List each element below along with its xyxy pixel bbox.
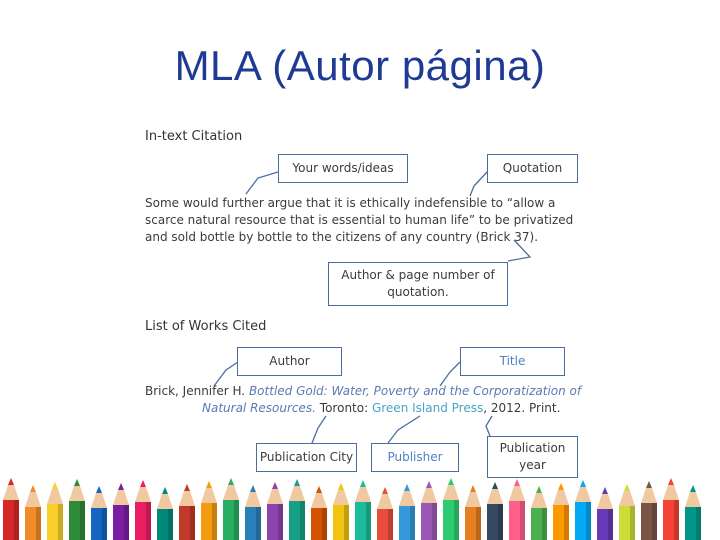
intext-line-3: and sold bottle by bottle to the citizen…	[145, 230, 539, 244]
connector-author-page	[507, 239, 532, 262]
entry-author: Brick, Jennifer H.	[145, 384, 249, 398]
entry-publisher: Green Island Press	[371, 401, 484, 415]
works-heading: List of Works Cited	[145, 319, 267, 334]
pencil	[355, 480, 371, 540]
pencil	[465, 485, 481, 540]
connector-publisher	[387, 415, 421, 444]
works-entry-line-1: Brick, Jennifer H. Bottled Gold: Water, …	[145, 384, 581, 398]
connector-words	[245, 171, 279, 195]
label-year-line-2: year	[519, 458, 546, 472]
entry-title-part-1: Bottled Gold: Water, Poverty and the Cor…	[248, 384, 582, 398]
intext-line-2: scarce natural resource that is essentia…	[145, 213, 574, 227]
pencil	[399, 484, 415, 540]
pencil	[47, 482, 63, 540]
pencil	[267, 482, 283, 540]
intext-line-1: Some would further argue that it is ethi…	[145, 196, 556, 210]
pencil	[223, 478, 239, 540]
label-year-line-1: Publication	[499, 441, 566, 455]
pencil	[619, 484, 635, 540]
pencil	[91, 486, 107, 540]
pencil	[641, 481, 657, 540]
pencil	[509, 479, 525, 540]
pencil	[531, 486, 547, 540]
pencil	[135, 480, 151, 540]
colored-pencils-border	[3, 478, 701, 540]
label-author-page: Author & page number of quotation.	[328, 262, 508, 306]
connector-quotation	[469, 170, 489, 197]
connector-title	[439, 361, 461, 387]
pencil	[289, 479, 305, 540]
pencil	[685, 485, 701, 540]
label-publication-city: Publication City	[256, 443, 357, 472]
pencil	[3, 478, 19, 540]
label-your-words: Your words/ideas	[278, 154, 408, 183]
pencil	[553, 483, 569, 540]
label-title: Title	[460, 347, 565, 376]
pencil	[157, 487, 173, 540]
pencil	[179, 484, 195, 540]
works-entry-line-2: Natural Resources. Toronto: Green Island…	[202, 401, 560, 415]
label-author-page-line-2: quotation.	[387, 285, 449, 299]
intext-heading: In-text Citation	[145, 129, 243, 144]
label-quotation: Quotation	[487, 154, 578, 183]
label-author: Author	[237, 347, 342, 376]
pencil	[487, 482, 503, 540]
label-publisher: Publisher	[371, 443, 459, 472]
pencil	[25, 485, 41, 540]
label-author-page-line-1: Author & page number of	[341, 268, 495, 282]
pencil	[421, 481, 437, 540]
label-publication-year: Publication year	[487, 436, 578, 478]
connector-year	[485, 415, 493, 437]
pencil	[311, 486, 327, 540]
pencil	[333, 483, 349, 540]
pencil	[69, 479, 85, 540]
connector-city	[311, 415, 327, 444]
entry-title-part-2: Natural Resources.	[202, 401, 316, 415]
pencil	[113, 483, 129, 540]
connector-author	[213, 361, 239, 387]
entry-tail: , 2012. Print.	[483, 401, 561, 415]
pencil	[575, 480, 591, 540]
pencil	[245, 485, 261, 540]
pencil	[663, 478, 679, 540]
entry-city: Toronto:	[315, 401, 372, 415]
pencil	[597, 487, 613, 540]
pencil	[377, 487, 393, 540]
pencil	[443, 478, 459, 540]
pencil	[201, 481, 217, 540]
slide-title: MLA (Autor página)	[174, 42, 546, 89]
